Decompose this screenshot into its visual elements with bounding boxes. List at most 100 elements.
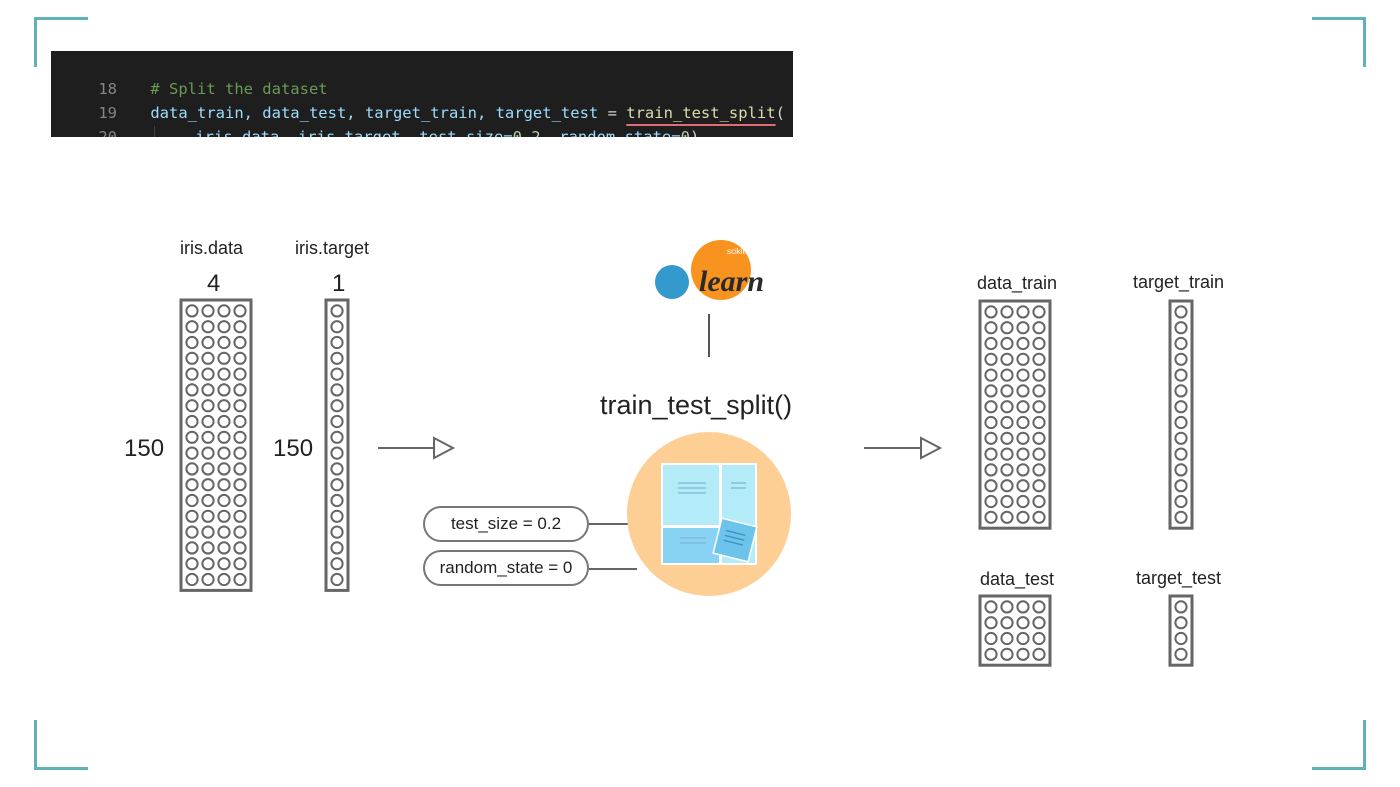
iris-data-matrix-cell — [217, 414, 231, 429]
iris-data-matrix-cell — [217, 399, 231, 413]
iris-target-matrix-cell — [330, 383, 344, 397]
iris-data-matrix-cell — [217, 572, 231, 587]
iris-data-matrix-cell — [201, 478, 215, 492]
data-train-matrix-cell — [1000, 352, 1014, 366]
data-test-matrix-cell — [984, 647, 998, 661]
iris-data-matrix-cell — [233, 399, 247, 413]
iris-data-matrix-cell — [201, 572, 215, 587]
data-train-matrix-cell — [1016, 479, 1030, 493]
data-test-matrix-cell — [1000, 600, 1014, 614]
iris-data-matrix-cell — [217, 304, 231, 318]
iris-data-matrix-cell — [185, 541, 199, 555]
data-test-matrix-cell — [1000, 631, 1014, 646]
iris-target-cols: 1 — [332, 270, 346, 297]
iris-data-matrix-cell — [201, 320, 215, 334]
iris-data-matrix-cell — [233, 304, 247, 318]
iris-data-matrix-cell — [217, 557, 231, 571]
data-train-matrix-cell — [1000, 479, 1014, 493]
code-function-call: train_test_split — [626, 104, 776, 122]
iris-data-matrix — [179, 298, 253, 592]
target-train-matrix-cell — [1174, 431, 1188, 445]
iris-data-matrix-cell — [185, 557, 199, 571]
data-train-matrix-cell — [1016, 305, 1030, 319]
data-train-matrix-cell — [984, 431, 998, 445]
iris-target-matrix-cell — [330, 541, 344, 555]
data-train-matrix-cell — [1032, 321, 1046, 335]
iris-data-cols: 4 — [207, 270, 221, 297]
data-train-matrix-cell — [1000, 321, 1014, 335]
iris-data-matrix-cell — [233, 525, 247, 539]
iris-target-matrix-cell — [330, 351, 344, 365]
iris-data-matrix-cell — [233, 572, 247, 587]
logo-big-text: learn — [699, 265, 764, 298]
iris-data-matrix-cell — [185, 509, 199, 523]
data-test-matrix-cell — [1016, 600, 1030, 614]
iris-data-matrix-cell — [217, 493, 231, 508]
iris-data-matrix-cell — [217, 351, 231, 365]
corner-bracket-bottom-right — [1312, 720, 1366, 770]
iris-data-matrix-cell — [201, 525, 215, 539]
target-test-label: target_test — [1136, 568, 1222, 588]
data-test-matrix-cell — [984, 616, 998, 630]
iris-target-matrix-cell — [330, 430, 344, 444]
data-train-matrix-cell — [1016, 447, 1030, 461]
code-args: iris.data, iris.target, test_size= — [195, 128, 513, 137]
data-train-matrix-cell — [1000, 384, 1014, 398]
data-train-matrix-cell — [984, 352, 998, 366]
iris-data-matrix-cell — [217, 509, 231, 523]
corner-bracket-bottom-left — [34, 720, 88, 770]
iris-data-matrix-cell — [217, 478, 231, 492]
target-test-matrix-cell — [1174, 647, 1188, 661]
iris-data-matrix-cell — [233, 320, 247, 334]
data-train-matrix-cell — [1016, 352, 1030, 366]
iris-target-matrix-cell — [330, 478, 344, 492]
iris-data-matrix-cell — [217, 462, 231, 476]
corner-bracket-top-left — [34, 17, 88, 67]
target-train-matrix-cell — [1174, 415, 1188, 430]
data-train-matrix-cell — [984, 368, 998, 382]
data-test-matrix-cell — [984, 600, 998, 614]
iris-data-matrix-cell — [201, 383, 215, 397]
target-train-matrix-frame — [1168, 299, 1194, 530]
data-train-matrix-cell — [1000, 336, 1014, 351]
data-train-matrix-cell — [1016, 384, 1030, 398]
iris-data-matrix-cell — [201, 462, 215, 476]
iris-target-matrix-cell — [330, 493, 344, 508]
data-test-matrix-cell — [1016, 647, 1030, 661]
data-train-matrix-cell — [1032, 336, 1046, 351]
iris-target-matrix — [324, 298, 350, 592]
data-train-matrix-cell — [1000, 463, 1014, 477]
iris-data-label: iris.data — [180, 238, 244, 258]
iris-data-matrix-cell — [201, 304, 215, 318]
logo-small-text: scikit — [727, 247, 746, 256]
data-train-matrix-cell — [984, 336, 998, 351]
code-comment: # Split the dataset — [150, 80, 328, 98]
split-illustration-icon — [627, 432, 791, 596]
iris-data-matrix-cell — [233, 493, 247, 508]
data-train-matrix-cell — [984, 321, 998, 335]
data-train-matrix-cell — [1032, 305, 1046, 319]
iris-data-matrix-cell — [233, 383, 247, 397]
data-train-matrix-cell — [984, 384, 998, 398]
data-train-matrix-cell — [1000, 447, 1014, 461]
iris-data-matrix-cell — [233, 509, 247, 523]
data-train-matrix-cell — [1000, 494, 1014, 509]
target-train-matrix-cell — [1174, 352, 1188, 366]
target-train-matrix-cell — [1174, 479, 1188, 493]
target-train-matrix-cell — [1174, 400, 1188, 414]
data-train-matrix-cell — [984, 447, 998, 461]
target-test-matrix-cell — [1174, 600, 1188, 614]
iris-data-matrix-cell — [201, 414, 215, 429]
iris-data-matrix-cell — [201, 509, 215, 523]
iris-target-matrix-cell — [330, 572, 344, 587]
iris-data-matrix-cell — [217, 525, 231, 539]
data-train-matrix-cell — [1000, 431, 1014, 445]
data-train-matrix-cell — [984, 510, 998, 524]
iris-data-matrix-cell — [185, 351, 199, 365]
iris-data-matrix-cell — [201, 446, 215, 460]
data-train-matrix — [978, 299, 1052, 530]
data-train-matrix-cell — [1032, 384, 1046, 398]
data-train-matrix-cell — [984, 494, 998, 509]
